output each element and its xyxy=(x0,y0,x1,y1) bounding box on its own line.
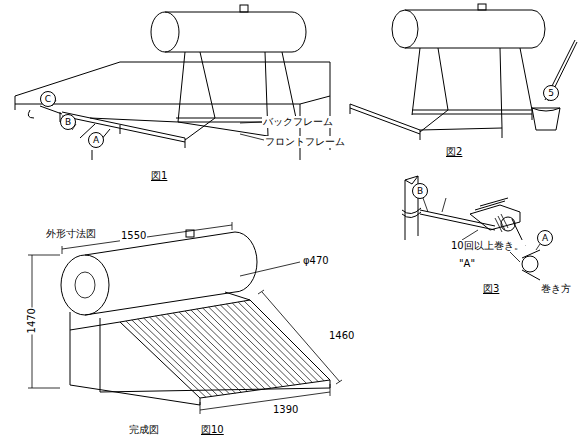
dimension-line xyxy=(200,384,330,414)
tank-nozzle xyxy=(478,4,486,10)
frame-foot xyxy=(350,104,532,140)
figure-number: 図10 xyxy=(200,424,225,436)
collector-panel xyxy=(120,300,330,398)
figure-number: 図1 xyxy=(150,170,168,182)
note: 巻き方 xyxy=(540,283,572,295)
wire xyxy=(28,106,110,160)
leader-line xyxy=(423,198,540,262)
figure-number: 図3 xyxy=(482,283,500,295)
collector-tube xyxy=(226,304,306,383)
figure-3 xyxy=(402,176,540,280)
figure-10 xyxy=(28,222,342,414)
callout-letter: B xyxy=(412,183,428,199)
wire-loop xyxy=(501,217,515,231)
part-name: バックフレーム xyxy=(262,116,334,128)
tank-end xyxy=(235,232,257,292)
view-title: 外形寸法図 xyxy=(45,228,97,240)
wire xyxy=(402,208,495,230)
callout-letter: B xyxy=(60,114,76,130)
bucket xyxy=(532,108,560,130)
callout-number: 5 xyxy=(543,85,559,101)
collector-tube xyxy=(244,301,324,381)
view-mark: "A" xyxy=(458,258,476,270)
part-name: フロントフレーム xyxy=(264,136,346,148)
callout-letter: A xyxy=(537,230,553,246)
tank-nozzle xyxy=(240,5,248,12)
collector-tubes xyxy=(126,301,324,397)
tank-body xyxy=(165,12,292,52)
tank-end xyxy=(292,12,306,52)
dimension: 1470 xyxy=(26,307,38,334)
dimension: 1390 xyxy=(272,404,299,416)
tank-end xyxy=(75,272,95,298)
leader-line xyxy=(52,100,264,148)
tank-end xyxy=(392,10,418,48)
leader-line xyxy=(240,262,300,276)
tank-end xyxy=(151,12,179,52)
dimension: φ470 xyxy=(302,255,330,267)
tank-end xyxy=(61,255,109,315)
dimension: 1460 xyxy=(328,330,355,342)
dimension: 1550 xyxy=(120,230,147,242)
callout-letter: C xyxy=(40,91,56,107)
frame-rail xyxy=(470,198,520,230)
note: 10回以上巻き。 xyxy=(450,240,525,252)
tank-body xyxy=(405,10,532,48)
frame-foot xyxy=(60,112,296,148)
view-title: 完成図 xyxy=(128,424,160,436)
frame xyxy=(350,48,532,134)
figure-2 xyxy=(350,4,577,140)
tank-end xyxy=(532,10,545,48)
wire-loop xyxy=(522,256,538,272)
collector-tube xyxy=(232,303,312,382)
callout-letter: A xyxy=(88,132,104,148)
figure-number: 図2 xyxy=(445,146,463,158)
winding xyxy=(495,214,508,232)
frame xyxy=(62,52,300,142)
frame xyxy=(70,292,330,405)
collector-tube xyxy=(238,302,318,382)
